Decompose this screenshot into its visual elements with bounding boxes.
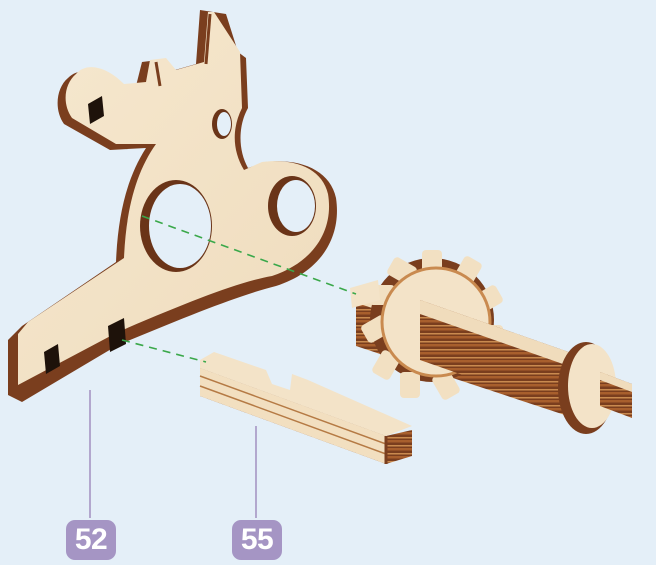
part-52-side-plate: [8, 10, 337, 402]
gear-axle-assembly: [350, 250, 632, 434]
part-label-52: 52: [66, 520, 116, 560]
part-label-55: 55: [232, 520, 282, 560]
guide-line-bar: [122, 340, 206, 362]
